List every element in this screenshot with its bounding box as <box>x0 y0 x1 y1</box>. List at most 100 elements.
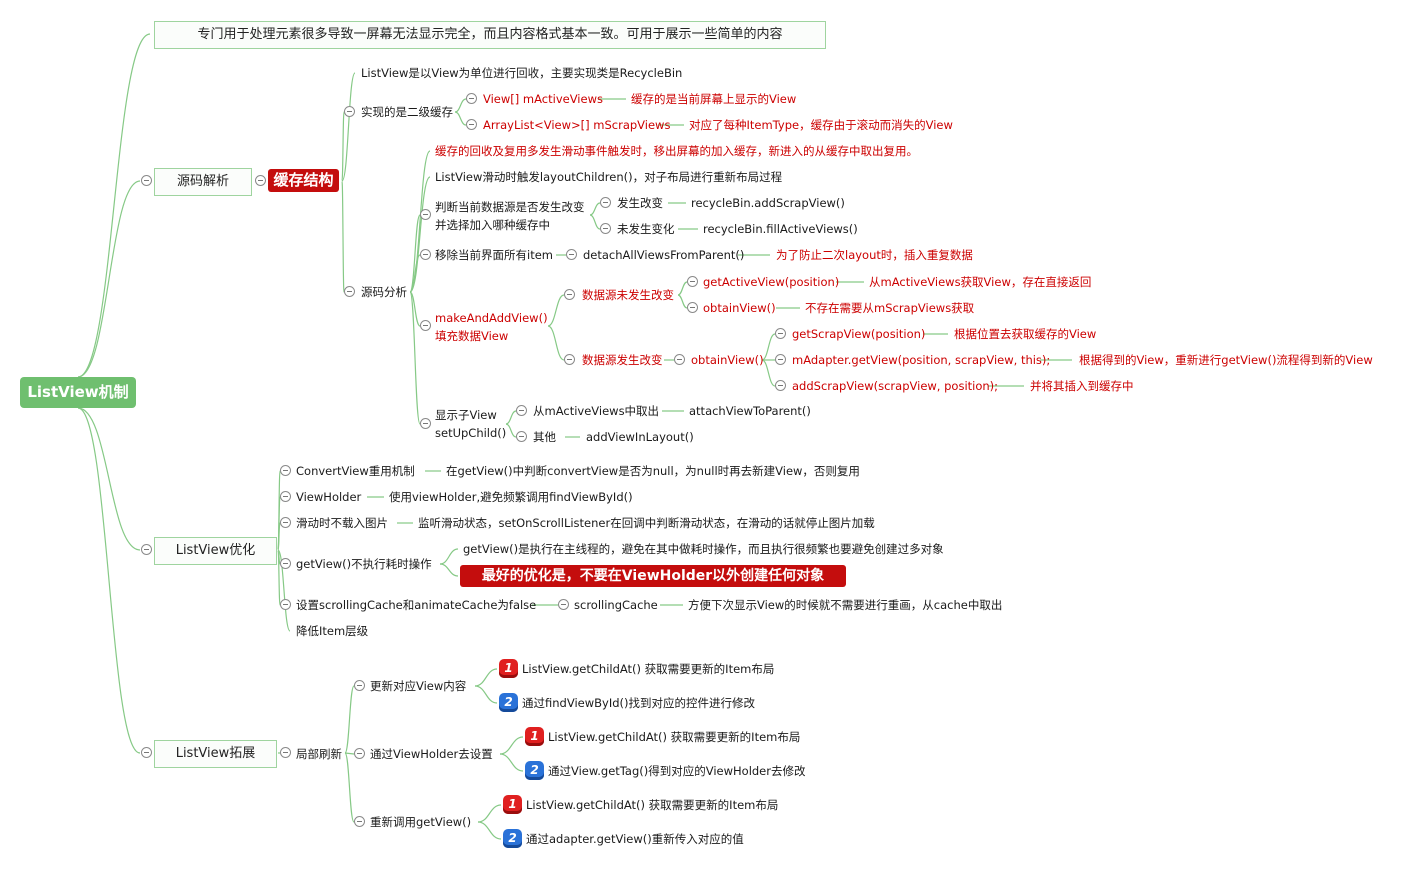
collapse-toggle[interactable] <box>775 354 786 365</box>
collapse-toggle[interactable] <box>280 558 291 569</box>
obtain-view-2[interactable]: obtainView() <box>691 353 764 367</box>
obtain-view[interactable]: obtainView() <box>703 301 776 315</box>
scrolling-cache-desc[interactable]: 方便下次显示View的时候就不需要进行重画，从cache中取出 <box>688 598 1003 612</box>
scroll-note[interactable]: 缓存的回收及复用多发生滑动事件触发时，移出屏幕的加入缓存，新进入的从缓存中取出复… <box>435 144 918 158</box>
no-image-desc[interactable]: 监听滑动状态，setOnScrollListener在回调中判断滑动状态，在滑动… <box>418 516 875 530</box>
active-views-desc[interactable]: 缓存的是当前屏幕上显示的View <box>631 92 797 106</box>
collapse-toggle[interactable] <box>354 680 365 691</box>
optimize-node[interactable]: ListView优化 <box>154 537 277 565</box>
collapse-toggle[interactable] <box>280 599 291 610</box>
two-level-cache[interactable]: 实现的是二级缓存 <box>361 105 453 119</box>
add-scrap-view-2-desc[interactable]: 并将其插入到缓存中 <box>1030 379 1134 393</box>
collapse-toggle[interactable] <box>775 328 786 339</box>
obtain-view-desc[interactable]: 不存在需要从mScrapViews获取 <box>805 301 975 315</box>
collapse-toggle[interactable] <box>344 106 355 117</box>
recycle-desc[interactable]: ListView是以View为单位进行回收，主要实现类是RecycleBin <box>361 66 683 80</box>
collapse-toggle[interactable] <box>420 418 431 429</box>
unchanged-label[interactable]: 未发生变化 <box>617 222 675 236</box>
update-step-1[interactable]: ListView.getChildAt() 获取需要更新的Item布局 <box>522 662 775 676</box>
holder-step-1[interactable]: ListView.getChildAt() 获取需要更新的Item布局 <box>548 730 801 744</box>
intro-node[interactable]: 专门用于处理元素很多导致一屏幕无法显示完全，而且内容格式基本一致。可用于展示一些… <box>154 21 826 49</box>
via-view-holder[interactable]: 通过ViewHolder去设置 <box>370 747 493 761</box>
no-heavy-ops-desc[interactable]: getView()是执行在主线程的，避免在其中做耗时操作，而且执行很频繁也要避免… <box>463 542 944 556</box>
collapse-toggle[interactable] <box>674 354 685 365</box>
collapse-toggle[interactable] <box>600 223 611 234</box>
cache-structure-tag[interactable]: 缓存结构 <box>268 169 339 192</box>
collapse-toggle[interactable] <box>280 517 291 528</box>
source-unchanged[interactable]: 数据源未发生改变 <box>582 288 674 302</box>
collapse-toggle[interactable] <box>141 175 152 186</box>
scroll-cache-setting[interactable]: 设置scrollingCache和animateCache为false <box>296 598 537 612</box>
collapse-toggle[interactable] <box>141 544 152 555</box>
convert-view-reuse[interactable]: ConvertView重用机制 <box>296 464 415 478</box>
collapse-toggle[interactable] <box>564 354 575 365</box>
show-child-line2[interactable]: setUpChild() <box>435 426 507 440</box>
collapse-toggle[interactable] <box>687 302 698 313</box>
update-view-content[interactable]: 更新对应View内容 <box>370 679 467 693</box>
recall-get-view[interactable]: 重新调用getView() <box>370 815 472 829</box>
layout-children[interactable]: ListView滑动时触发layoutChildren()，对子布局进行重新布局… <box>435 170 783 184</box>
detach-desc[interactable]: 为了防止二次layout时，插入重复数据 <box>776 248 973 262</box>
holder-step-2[interactable]: 通过View.getTag()得到对应的ViewHolder去修改 <box>548 764 806 778</box>
judge-source-line2[interactable]: 并选择加入哪种缓存中 <box>435 218 550 232</box>
source-code-analysis[interactable]: 源码分析 <box>361 285 407 299</box>
add-scrap-view-2[interactable]: addScrapView(scrapView, position); <box>792 379 999 393</box>
no-heavy-ops[interactable]: getView()不执行耗时操作 <box>296 557 432 571</box>
collapse-toggle[interactable] <box>466 119 477 130</box>
partial-refresh[interactable]: 局部刷新 <box>296 747 342 761</box>
adapter-get-view-desc[interactable]: 根据得到的View，重新进行getView()流程得到新的View <box>1079 353 1373 367</box>
source-changed[interactable]: 数据源发生改变 <box>582 353 663 367</box>
view-holder-desc[interactable]: 使用viewHolder,避免频繁调用findViewById() <box>389 490 633 504</box>
best-optimization-tag[interactable]: 最好的优化是，不要在ViewHolder以外创建任何对象 <box>460 565 846 587</box>
judge-source-line1[interactable]: 判断当前数据源是否发生改变 <box>435 200 585 214</box>
collapse-toggle[interactable] <box>354 816 365 827</box>
fill-active-views[interactable]: recycleBin.fillActiveViews() <box>703 222 858 236</box>
reduce-item-level[interactable]: 降低Item层级 <box>296 624 369 638</box>
collapse-toggle[interactable] <box>775 380 786 391</box>
detach-views[interactable]: detachAllViewsFromParent() <box>583 248 745 262</box>
collapse-toggle[interactable] <box>516 405 527 416</box>
adapter-get-view[interactable]: mAdapter.getView(position, scrapView, th… <box>792 353 1051 367</box>
update-step-2[interactable]: 通过findViewById()找到对应的控件进行修改 <box>522 696 755 710</box>
source-analysis-node[interactable]: 源码解析 <box>154 168 252 196</box>
scrap-views[interactable]: ArrayList<View>[] mScrapViews <box>483 118 671 132</box>
collapse-toggle[interactable] <box>280 747 291 758</box>
convert-view-desc[interactable]: 在getView()中判断convertView是否为null，为null时再去… <box>446 464 860 478</box>
collapse-toggle[interactable] <box>420 320 431 331</box>
collapse-toggle[interactable] <box>566 249 577 260</box>
collapse-toggle[interactable] <box>466 93 477 104</box>
collapse-toggle[interactable] <box>255 175 266 186</box>
collapse-toggle[interactable] <box>344 286 355 297</box>
extend-node[interactable]: ListView拓展 <box>154 740 277 768</box>
collapse-toggle[interactable] <box>558 599 569 610</box>
add-view-in-layout[interactable]: addViewInLayout() <box>586 430 694 444</box>
collapse-toggle[interactable] <box>280 491 291 502</box>
collapse-toggle[interactable] <box>420 249 431 260</box>
make-add-view-line2[interactable]: 填充数据View <box>435 329 509 343</box>
changed-label[interactable]: 发生改变 <box>617 196 663 210</box>
get-active-view[interactable]: getActiveView(position) <box>703 275 840 289</box>
scrap-views-desc[interactable]: 对应了每种ItemType，缓存由于滚动而消失的View <box>689 118 953 132</box>
collapse-toggle[interactable] <box>687 276 698 287</box>
from-active-views[interactable]: 从mActiveViews中取出 <box>533 404 660 418</box>
scrolling-cache[interactable]: scrollingCache <box>574 598 658 612</box>
collapse-toggle[interactable] <box>141 747 152 758</box>
no-image-on-scroll[interactable]: 滑动时不载入图片 <box>296 516 388 530</box>
get-active-view-desc[interactable]: 从mActiveViews获取View，存在直接返回 <box>869 275 1092 289</box>
root-node[interactable]: ListView机制 <box>20 377 136 408</box>
collapse-toggle[interactable] <box>280 465 291 476</box>
recall-step-2[interactable]: 通过adapter.getView()重新传入对应的值 <box>526 832 744 846</box>
collapse-toggle[interactable] <box>420 209 431 220</box>
view-holder[interactable]: ViewHolder <box>296 490 362 504</box>
remove-items[interactable]: 移除当前界面所有item <box>435 248 553 262</box>
collapse-toggle[interactable] <box>600 197 611 208</box>
show-child-line1[interactable]: 显示子View <box>435 408 497 422</box>
recall-step-1[interactable]: ListView.getChildAt() 获取需要更新的Item布局 <box>526 798 779 812</box>
attach-view[interactable]: attachViewToParent() <box>689 404 811 418</box>
get-scrap-view[interactable]: getScrapView(position) <box>792 327 926 341</box>
other-label[interactable]: 其他 <box>533 430 556 444</box>
collapse-toggle[interactable] <box>564 289 575 300</box>
add-scrap-view[interactable]: recycleBin.addScrapView() <box>691 196 845 210</box>
collapse-toggle[interactable] <box>354 748 365 759</box>
collapse-toggle[interactable] <box>516 431 527 442</box>
